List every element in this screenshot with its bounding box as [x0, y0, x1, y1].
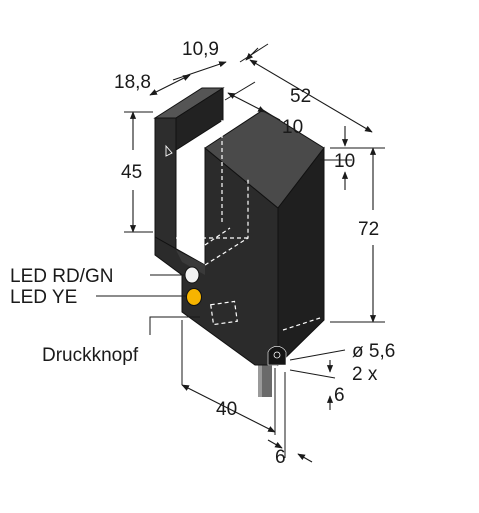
- dim-left-width-label: 18,8: [114, 72, 151, 93]
- dim-hole: ø 5,6 2 x: [289, 341, 395, 385]
- dim-slot-depth-label: 10: [282, 117, 303, 138]
- dim-left-width: 18,8: [114, 72, 191, 96]
- dim-top-width-label: 10,9: [182, 39, 219, 60]
- main-block-side: [277, 146, 325, 367]
- dim-total-height: 72: [330, 147, 385, 323]
- dim-bottom-offset: 6: [267, 372, 313, 468]
- led-ye-label: LED YE: [10, 287, 77, 308]
- cable: [258, 365, 272, 397]
- dim-total-height-label: 72: [358, 219, 379, 240]
- push-button-label: Druckknopf: [42, 345, 139, 366]
- dim-base-width-label: 40: [216, 399, 237, 420]
- left-arm-side: [175, 87, 224, 151]
- dim-side-offset-label: 10: [334, 151, 355, 172]
- dim-side-offset: 10: [320, 126, 355, 190]
- dim-base-width: 40: [181, 320, 276, 435]
- led-callouts: LED RD/GN LED YE Druckknopf: [10, 266, 200, 366]
- dim-hole-offset: 6: [289, 360, 345, 410]
- dim-slot-height: 45: [121, 111, 153, 233]
- dim-top-width: 10,9: [172, 39, 269, 81]
- led-rd-gn: [184, 266, 200, 284]
- sensor-body: [153, 87, 325, 367]
- left-arm-front: [154, 117, 177, 251]
- mounting-hole: [267, 346, 287, 366]
- hole-diameter-label: ø 5,6: [352, 341, 395, 362]
- led-rd-gn-label: LED RD/GN: [10, 266, 113, 287]
- dim-hole-offset-label: 6: [334, 385, 345, 406]
- slot-floor: [176, 250, 205, 275]
- dim-slot-height-label: 45: [121, 162, 142, 183]
- dim-bottom-offset-label: 6: [275, 447, 286, 468]
- hole-count-label: 2 x: [352, 364, 378, 385]
- dim-length-label: 52: [290, 86, 311, 107]
- dim-slot-depth: 10: [227, 92, 303, 138]
- led-ye: [186, 288, 202, 306]
